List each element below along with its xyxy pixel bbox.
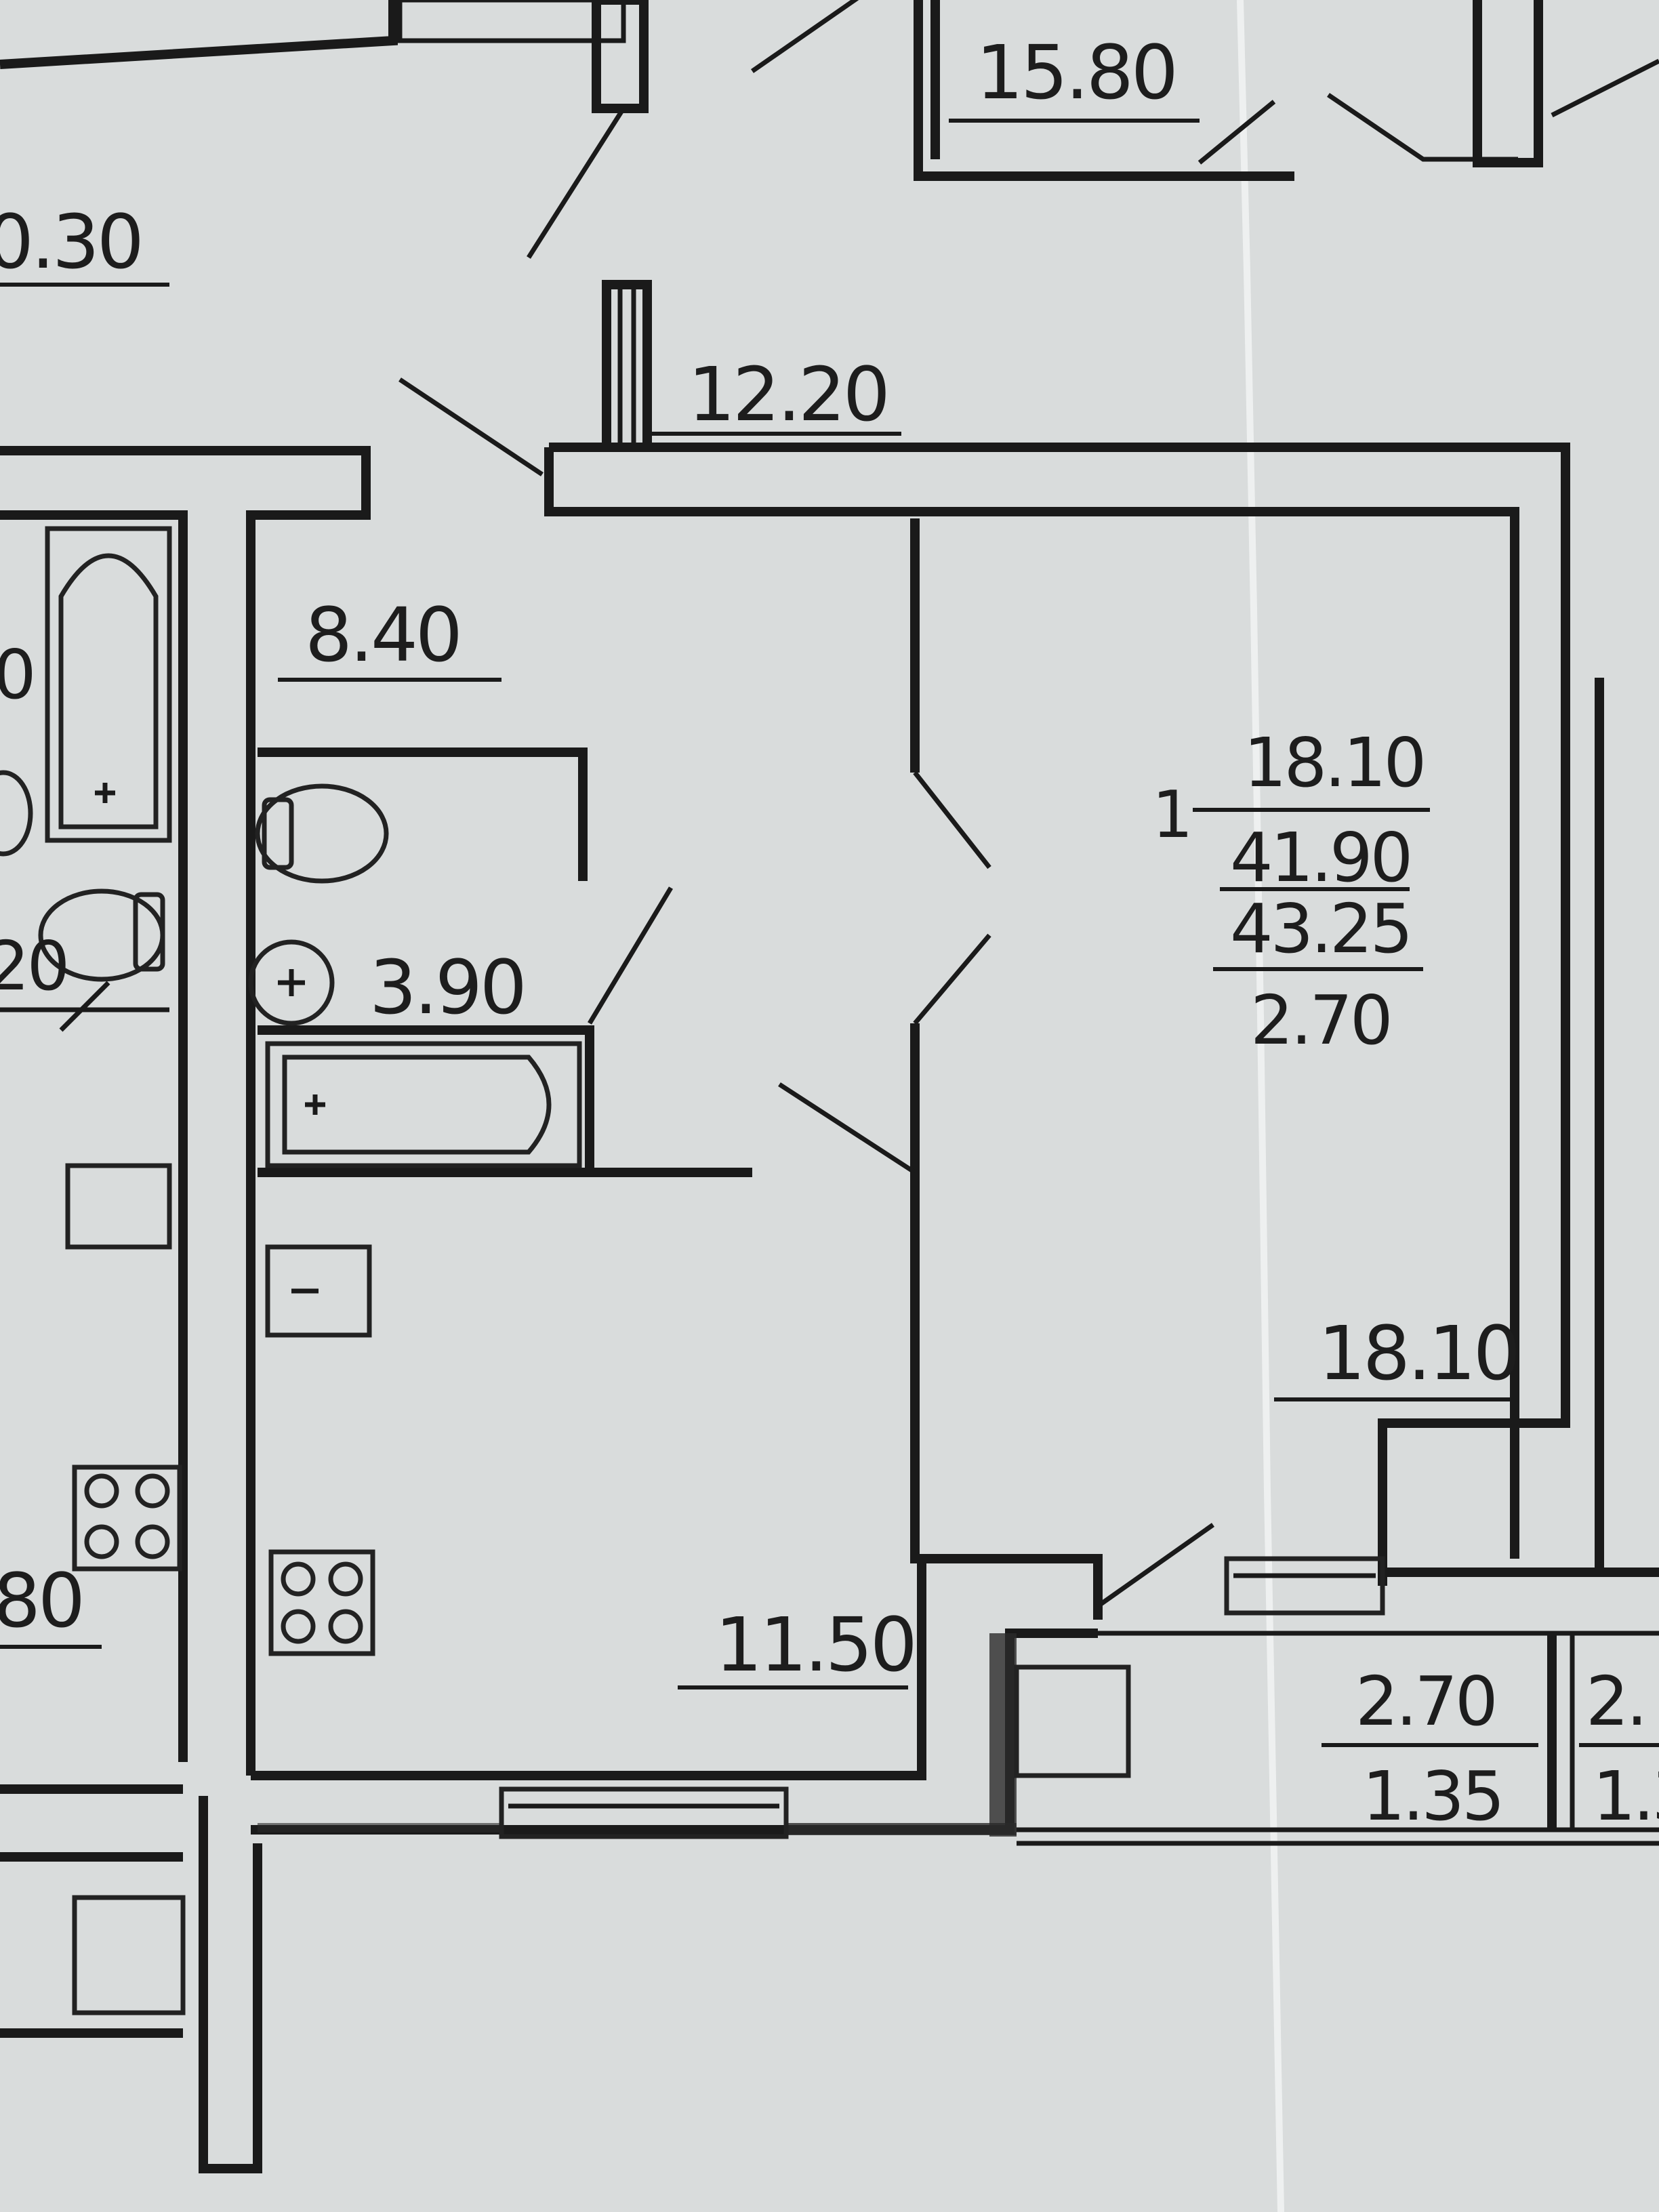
balcony-labels: 2.70 1.35 2. 1.3 [1322,1662,1659,1836]
bathtub-icon [265,1041,582,1168]
sink-icon [248,939,335,1026]
area-label-top-left: 0.30 [0,199,142,285]
ceiling-height: 2.70 [1250,981,1391,1060]
area-label-room: 18.10 [1318,1310,1518,1397]
living-area: 18.10 [1244,723,1424,802]
total-area-a: 41.90 [1230,818,1410,897]
balcony-outline [1014,1631,1659,1846]
area-label-neighbor-a: 0 [0,635,34,714]
stove-icon [268,1549,375,1656]
area-label-hall: 8.40 [305,592,460,678]
area-label-neighbor-balcony: 80 [0,1557,83,1644]
bathroom [258,747,1215,1608]
area-label-neighbor-b: 20 [0,926,67,1006]
area-label-kitchen: 11.50 [715,1601,915,1688]
area-label-corridor: 12.20 [688,351,888,438]
kitchen-sink-icon [265,1244,372,1338]
area-label-bathroom: 3.90 [369,944,525,1031]
area-label-top-center: 15.80 [976,29,1176,116]
apartment-summary: 1 18.10 41.90 43.25 2.70 [1152,723,1430,1060]
windows [499,1556,1385,1839]
balcony-area-1-next: 2. [1586,1662,1645,1741]
balcony-area-2-next: 1.3 [1593,1757,1659,1836]
total-area-b: 43.25 [1230,889,1410,968]
rooms-count: 1 [1152,778,1190,853]
neighbor-fixtures [0,526,186,2015]
toilet-icon [255,783,389,884]
balcony-area-1: 2.70 [1355,1662,1496,1741]
balcony-area-2: 1.35 [1362,1757,1502,1836]
exterior-wall-hatch [258,1633,1017,1837]
upper-plan-fragment [0,0,1659,259]
